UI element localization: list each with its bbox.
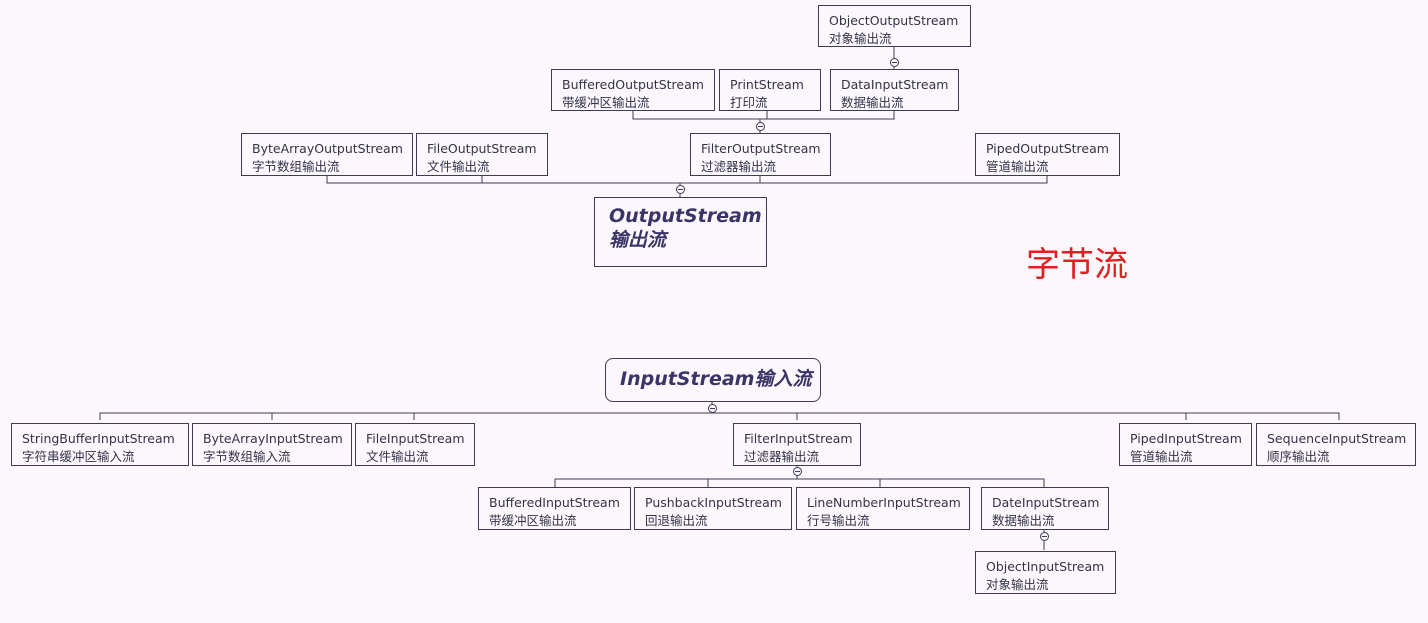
print-stream-node[interactable]: PrintStream 打印流 (719, 69, 821, 111)
root-name: OutputStream (609, 205, 762, 227)
date-input-stream-node[interactable]: DateInputStream 数据输出流 (981, 487, 1109, 530)
node-name: LineNumberInputStream (807, 495, 961, 510)
node-name: PipedOutputStream (986, 141, 1109, 156)
file-output-stream-node[interactable]: FileOutputStream 文件输出流 (416, 133, 548, 176)
node-name: FilterInputStream (744, 431, 853, 446)
object-output-stream-node[interactable]: ObjectOutputStream 对象输出流 (818, 5, 971, 47)
node-chinese-name: 对象输出流 (986, 577, 1049, 592)
node-name: ObjectInputStream (986, 559, 1105, 574)
node-name: PipedInputStream (1130, 431, 1242, 446)
byte-array-output-stream-node[interactable]: ByteArrayOutputStream 字节数组输出流 (241, 133, 413, 176)
byte-stream-category-label: 字节流 (1026, 245, 1128, 285)
byte-array-input-stream-node[interactable]: ByteArrayInputStream 字节数组输入流 (192, 423, 352, 466)
node-name: BufferedOutputStream (562, 77, 704, 92)
node-chinese-name: 过滤器输出流 (744, 449, 820, 464)
node-chinese-name: 管道输出流 (986, 159, 1049, 174)
node-name: DateInputStream (992, 495, 1100, 510)
node-chinese-name: 回退输出流 (645, 513, 708, 528)
collapse-toggle-icon[interactable] (1040, 532, 1049, 541)
node-chinese-name: 字符串缓冲区输入流 (22, 449, 135, 464)
node-name: BufferedInputStream (489, 495, 620, 510)
node-chinese-name: 打印流 (730, 95, 768, 110)
node-chinese-name: 管道输出流 (1130, 449, 1193, 464)
node-name: FileOutputStream (427, 141, 537, 156)
object-input-stream-node[interactable]: ObjectInputStream 对象输出流 (975, 551, 1116, 594)
node-chinese-name: 过滤器输出流 (701, 159, 777, 174)
node-chinese-name: 文件输出流 (427, 159, 490, 174)
node-name: ObjectOutputStream (829, 13, 959, 28)
node-name: PrintStream (730, 77, 804, 92)
node-chinese-name: 顺序输出流 (1267, 449, 1330, 464)
collapse-toggle-icon[interactable] (890, 58, 899, 67)
node-name: ByteArrayOutputStream (252, 141, 403, 156)
buffered-output-stream-node[interactable]: BufferedOutputStream 带缓冲区输出流 (551, 69, 715, 111)
node-name: DataInputStream (841, 77, 949, 92)
collapse-toggle-icon[interactable] (676, 185, 685, 194)
output-stream-root-node[interactable]: OutputStream 输出流 (594, 197, 767, 267)
collapse-toggle-icon[interactable] (708, 404, 717, 413)
collapse-toggle-icon[interactable] (793, 467, 802, 476)
buffered-input-stream-node[interactable]: BufferedInputStream 带缓冲区输出流 (478, 487, 631, 530)
collapse-toggle-icon[interactable] (756, 122, 765, 131)
filter-input-stream-node[interactable]: FilterInputStream 过滤器输出流 (733, 423, 861, 466)
node-chinese-name: 数据输出流 (992, 513, 1055, 528)
pushback-input-stream-node[interactable]: PushbackInputStream 回退输出流 (634, 487, 792, 530)
file-input-stream-node[interactable]: FileInputStream 文件输出流 (355, 423, 475, 466)
node-name: FileInputStream (366, 431, 465, 446)
node-chinese-name: 对象输出流 (829, 31, 892, 46)
node-name: ByteArrayInputStream (203, 431, 343, 446)
node-name: PushbackInputStream (645, 495, 782, 510)
node-chinese-name: 带缓冲区输出流 (562, 95, 650, 110)
filter-output-stream-node[interactable]: FilterOutputStream 过滤器输出流 (690, 133, 831, 176)
sequence-input-stream-node[interactable]: SequenceInputStream 顺序输出流 (1256, 423, 1416, 466)
node-name: StringBufferInputStream (22, 431, 175, 446)
node-chinese-name: 文件输出流 (366, 449, 429, 464)
node-chinese-name: 数据输出流 (841, 95, 904, 110)
node-name: FilterOutputStream (701, 141, 821, 156)
string-buffer-input-stream-node[interactable]: StringBufferInputStream 字符串缓冲区输入流 (11, 423, 189, 466)
piped-input-stream-node[interactable]: PipedInputStream 管道输出流 (1119, 423, 1252, 466)
node-name: SequenceInputStream (1267, 431, 1407, 446)
input-stream-root-node[interactable]: InputStream输入流 (605, 358, 821, 402)
root-label: InputStream输入流 (620, 368, 812, 390)
node-chinese-name: 字节数组输入流 (203, 449, 291, 464)
node-chinese-name: 带缓冲区输出流 (489, 513, 577, 528)
piped-output-stream-node[interactable]: PipedOutputStream 管道输出流 (975, 133, 1120, 176)
line-number-input-stream-node[interactable]: LineNumberInputStream 行号输出流 (796, 487, 970, 530)
data-output-stream-node[interactable]: DataInputStream 数据输出流 (830, 69, 959, 111)
root-chinese-name: 输出流 (609, 229, 667, 251)
node-chinese-name: 字节数组输出流 (252, 159, 340, 174)
node-chinese-name: 行号输出流 (807, 513, 870, 528)
